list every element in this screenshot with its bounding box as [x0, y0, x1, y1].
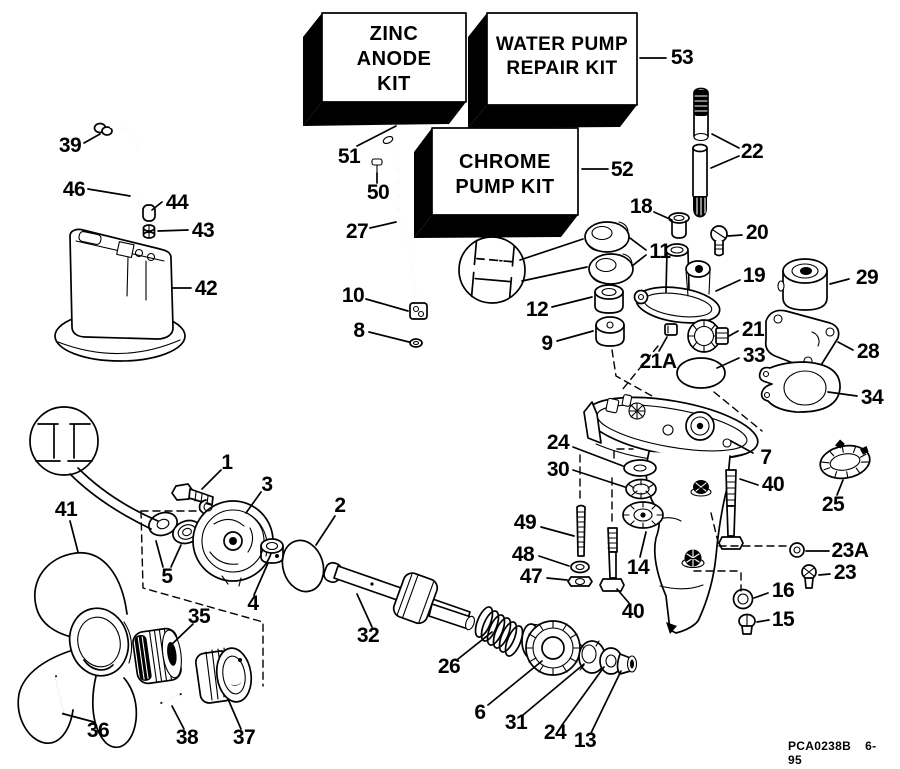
- callout-30: 30: [546, 458, 570, 481]
- callout-4: 4: [247, 592, 259, 615]
- callout-48: 48: [511, 543, 535, 566]
- drawing-code: PCA0238B: [788, 739, 852, 753]
- callout-53: 53: [670, 46, 694, 69]
- callout-35: 35: [187, 605, 211, 628]
- callout-24-upper: 24: [546, 431, 570, 454]
- callout-16: 16: [771, 579, 795, 602]
- water-pump-group: [585, 213, 840, 412]
- callout-32: 32: [356, 624, 380, 647]
- callout-27: 27: [345, 220, 369, 243]
- leader-lines: [64, 58, 857, 733]
- callout-11: 11: [649, 240, 671, 263]
- gearcase-tank: [55, 229, 185, 361]
- callout-31: 31: [504, 711, 528, 734]
- callout-51: 51: [337, 145, 361, 168]
- callout-42: 42: [194, 277, 218, 300]
- callout-52: 52: [610, 158, 634, 181]
- callout-38: 38: [175, 726, 199, 749]
- drawing-date: 6-95: [788, 739, 877, 767]
- callout-23: 23: [833, 561, 857, 584]
- water-tube-group: [372, 135, 427, 347]
- callout-18: 18: [629, 195, 653, 218]
- callout-8: 8: [353, 319, 365, 342]
- callout-33: 33: [742, 344, 766, 367]
- callout-44: 44: [165, 191, 189, 214]
- chrome-pump-kit-box: [414, 128, 578, 238]
- callout-34: 34: [860, 386, 884, 409]
- callout-15: 15: [771, 608, 795, 631]
- propeller-group: [18, 553, 254, 748]
- callout-23a: 23A: [831, 539, 869, 562]
- callout-47: 47: [519, 565, 543, 588]
- kit-text-line: CHROME: [459, 151, 551, 173]
- callout-29: 29: [855, 266, 879, 289]
- callout-21a: 21A: [639, 350, 677, 373]
- kit-text-line: ANODE: [356, 48, 432, 70]
- callout-36: 36: [86, 719, 110, 742]
- callout-1: 1: [221, 451, 233, 474]
- callout-40-upper: 40: [761, 473, 785, 496]
- kit-text-line: WATER PUMP: [495, 34, 629, 55]
- callout-37: 37: [232, 726, 256, 749]
- callout-26: 26: [437, 655, 461, 678]
- callout-3: 3: [261, 473, 273, 496]
- hub-key-inset: [30, 407, 158, 529]
- prop-shaft-assembly: [276, 535, 636, 675]
- callout-41: 41: [54, 498, 78, 521]
- kit-text-line: PUMP KIT: [455, 176, 555, 198]
- callout-43: 43: [191, 219, 215, 242]
- callout-49: 49: [513, 511, 537, 534]
- kit-text-line: REPAIR KIT: [506, 58, 618, 79]
- callout-12: 12: [525, 298, 549, 321]
- callout-14: 14: [626, 556, 650, 579]
- callout-22: 22: [740, 140, 764, 163]
- water-pump-repair-kit-label: WATER PUMP REPAIR KIT: [487, 33, 637, 81]
- driveshaft: [693, 89, 708, 218]
- callout-24-lower: 24: [543, 721, 567, 744]
- impeller-key-inset: [459, 237, 587, 303]
- callout-10: 10: [341, 284, 365, 307]
- callout-46: 46: [62, 178, 86, 201]
- zinc-anode-kit-label: ZINC ANODE KIT: [322, 22, 466, 97]
- callout-25: 25: [821, 493, 845, 516]
- zinc-anode-kit-box: [303, 13, 466, 126]
- water-pump-repair-kit-box: [468, 13, 637, 128]
- callout-40-lower: 40: [621, 600, 645, 623]
- callout-28: 28: [856, 340, 880, 363]
- callout-5: 5: [161, 565, 173, 588]
- callout-39: 39: [58, 134, 82, 157]
- kit-text-line: KIT: [377, 73, 411, 95]
- callout-2: 2: [334, 494, 346, 517]
- bearing-carrier-group: [141, 484, 283, 686]
- callout-13: 13: [573, 729, 597, 752]
- callout-19: 19: [742, 264, 766, 287]
- callout-7: 7: [760, 446, 772, 469]
- kit-text-line: ZINC: [369, 23, 419, 45]
- callout-9: 9: [541, 332, 553, 355]
- gearcase-housing: [568, 346, 872, 634]
- chrome-pump-kit-label: CHROME PUMP KIT: [432, 150, 578, 200]
- callout-50: 50: [366, 181, 390, 204]
- spring: [472, 605, 526, 659]
- callout-6: 6: [474, 701, 486, 724]
- flushing-adapter-group: [95, 124, 156, 239]
- callout-21: 21: [741, 318, 765, 341]
- callout-20: 20: [745, 221, 769, 244]
